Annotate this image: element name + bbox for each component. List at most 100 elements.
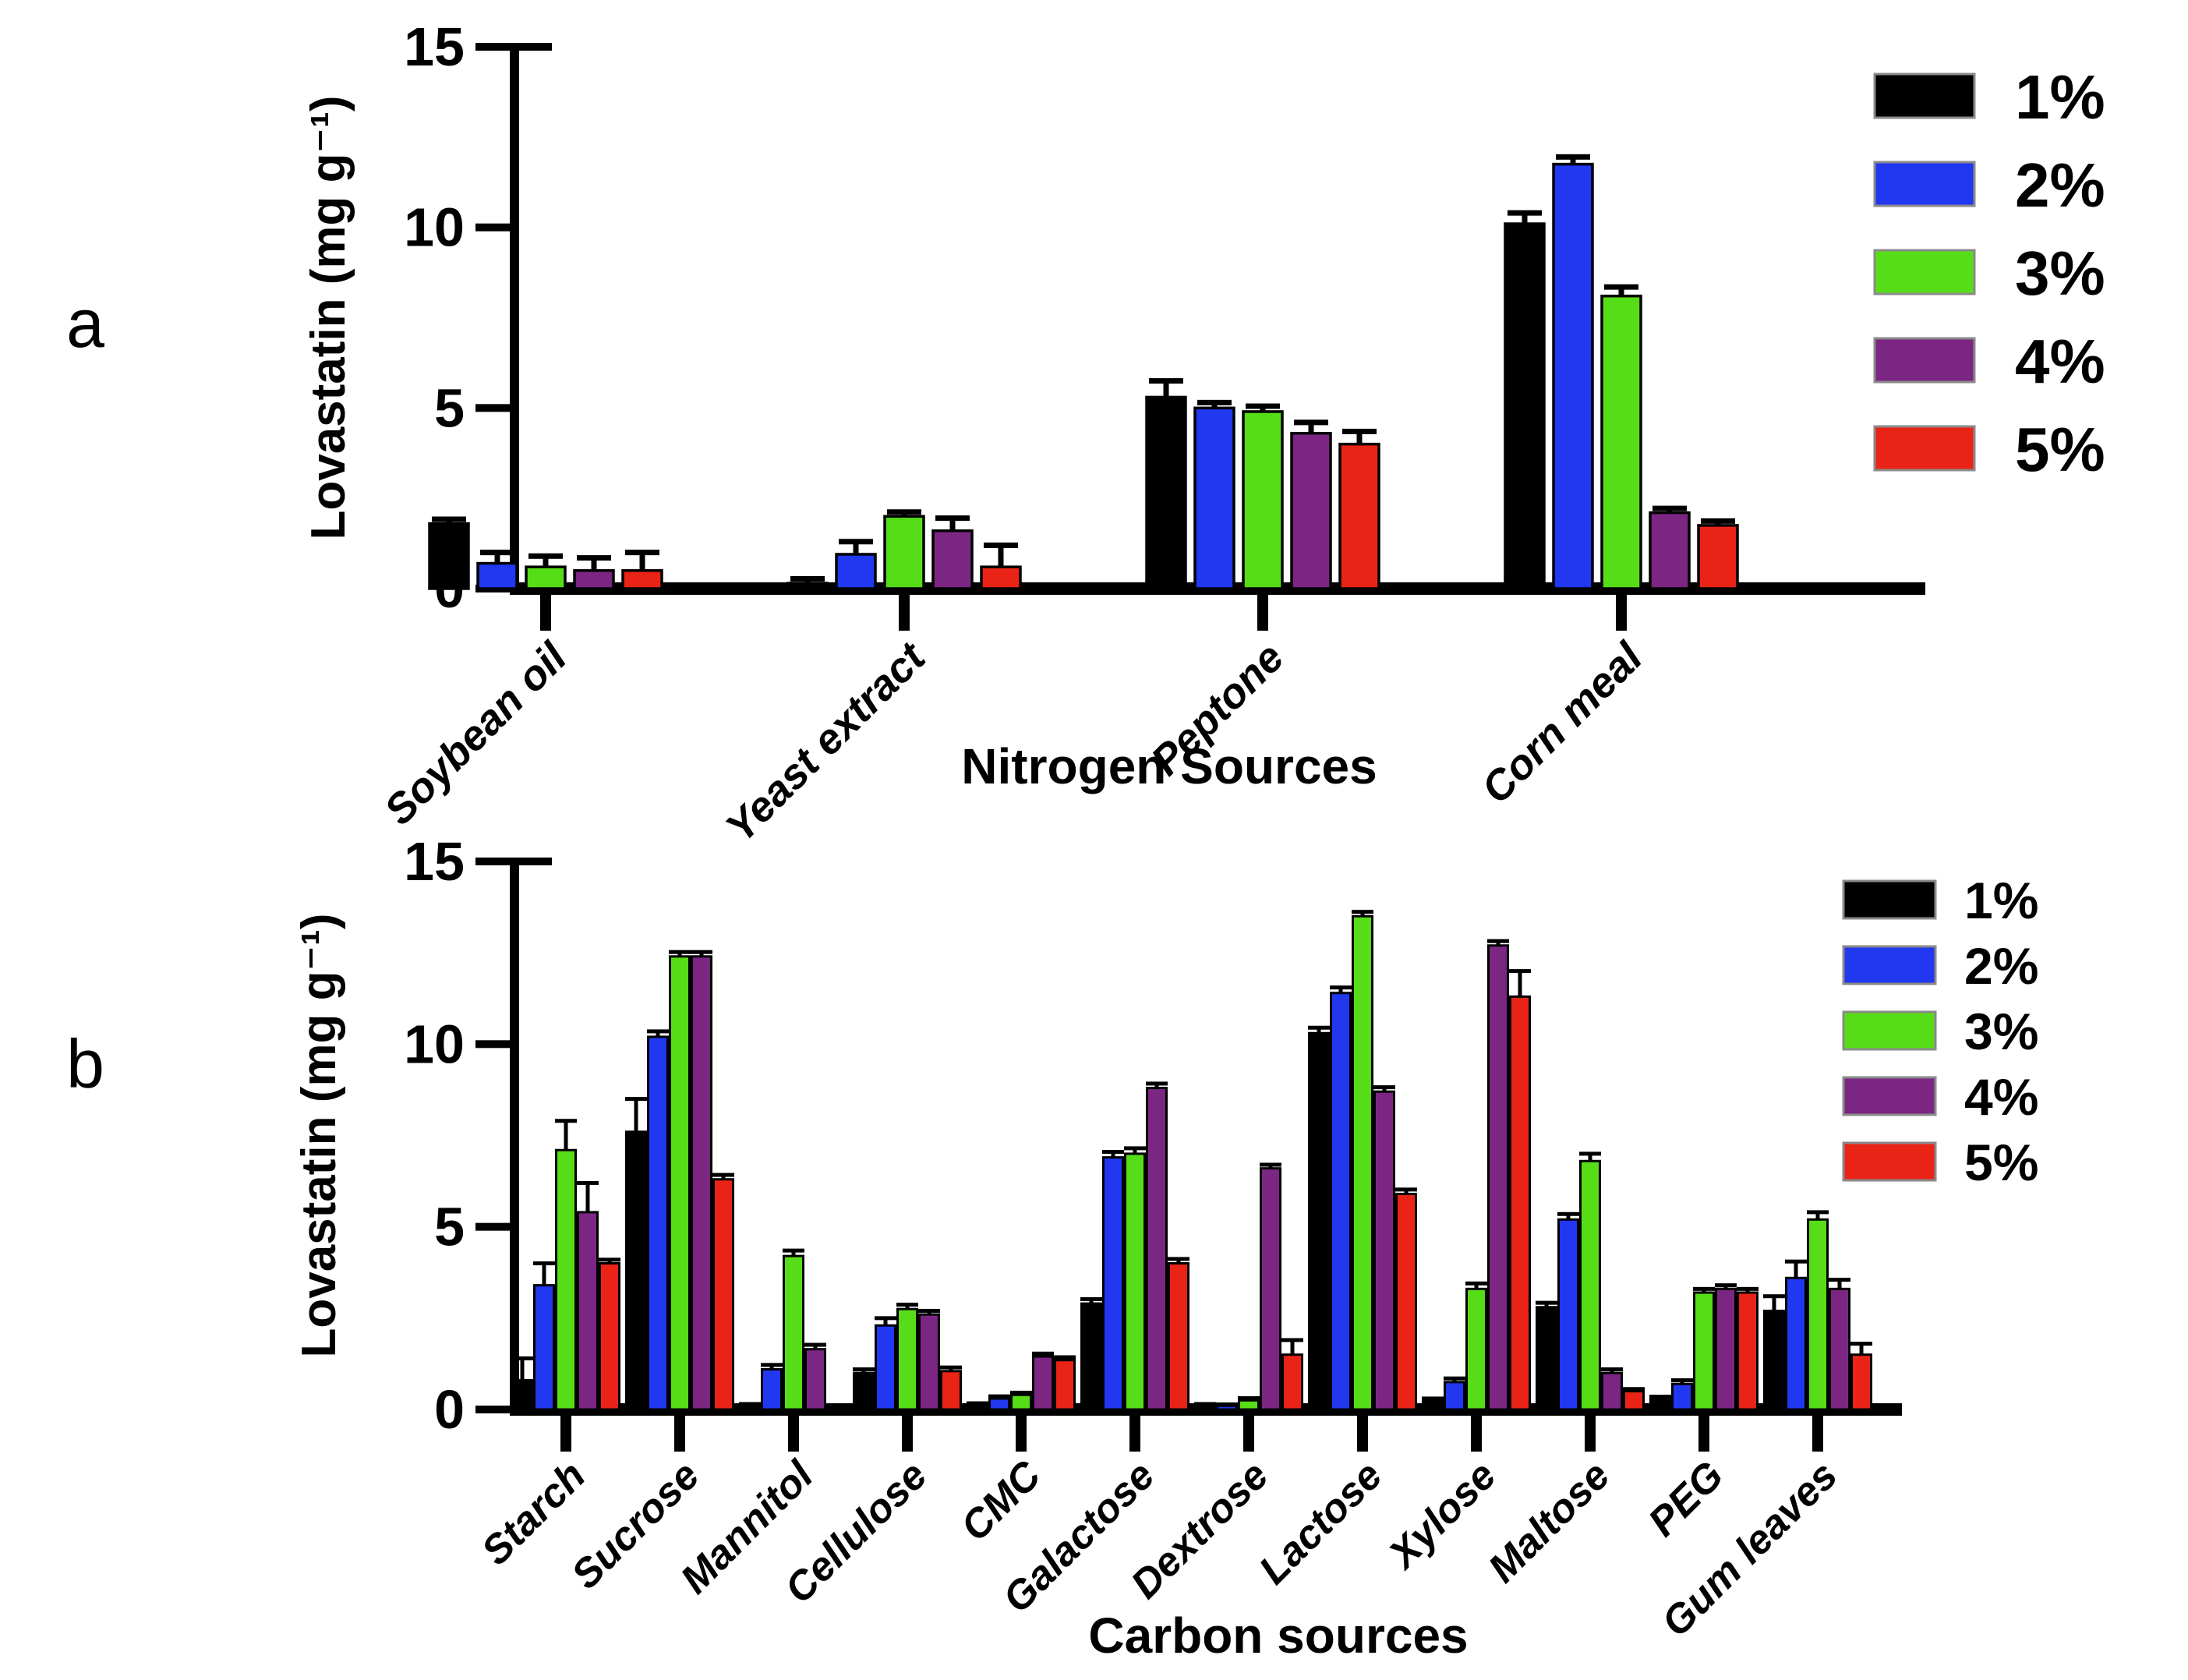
error-bar-cap [1422, 1396, 1444, 1401]
legend-swatch-3% [1842, 1010, 1937, 1051]
y-tick [475, 1040, 514, 1049]
error-bar-cap [984, 542, 1018, 548]
bar-corn-meal-4% [1649, 511, 1691, 590]
legend-label: 2% [2015, 150, 2105, 220]
error-bar-cap [1487, 939, 1509, 943]
error-bar [1317, 1027, 1321, 1035]
error-bar [1522, 213, 1528, 226]
bar-maltose-1% [1536, 1306, 1557, 1411]
bar-mannitol-4% [804, 1348, 826, 1411]
error-bar [656, 1031, 660, 1038]
bar-galactose-2% [1102, 1156, 1124, 1411]
error-bar-cap [1508, 210, 1542, 216]
error-bar-cap [1556, 154, 1590, 160]
legend-label: 1% [2015, 62, 2105, 132]
chart-a-svg: a051015Lovastatin (mg g⁻¹)Soybean oilYea… [66, 16, 2105, 842]
error-bar [883, 1317, 888, 1328]
legend-swatch-1% [1873, 73, 1976, 119]
bar-yeast-extract-3% [883, 515, 925, 590]
bar-xylose-1% [1422, 1399, 1444, 1411]
error-bar [543, 556, 549, 569]
error-bar-cap [1352, 910, 1373, 914]
error-bar-cap [1330, 985, 1352, 990]
legend-label: 1% [1964, 872, 2038, 929]
x-axis-title: Carbon sources [1088, 1607, 1468, 1664]
error-bar-cap [1601, 1367, 1623, 1371]
error-bar-cap [804, 1342, 826, 1347]
x-tick [1585, 1416, 1596, 1452]
error-bar-cap [1168, 1257, 1189, 1261]
error-bar [1518, 971, 1522, 999]
x-tick [1616, 595, 1627, 631]
error-bar [699, 952, 704, 958]
bar-sucrose-2% [647, 1035, 669, 1411]
error-bar-cap [761, 1363, 783, 1367]
panel-label-a: a [66, 285, 104, 362]
error-bar [639, 552, 645, 572]
error-bar-cap [511, 1356, 533, 1360]
error-bar-cap [935, 515, 970, 522]
bar-peptone-2% [1193, 406, 1235, 590]
bar-mannitol-2% [761, 1367, 783, 1411]
bar-starch-2% [533, 1284, 555, 1411]
error-bar-cap [1763, 1294, 1785, 1299]
y-tick-label: 15 [404, 16, 465, 77]
x-tick [674, 1416, 685, 1452]
error-bar [591, 557, 597, 572]
bar-dextrose-5% [1281, 1353, 1303, 1411]
legend-label: 3% [2015, 239, 2105, 308]
bar-corn-meal-2% [1552, 162, 1594, 590]
error-bar-cap [739, 1402, 761, 1406]
y-axis [510, 43, 519, 589]
bar-peg-5% [1737, 1291, 1759, 1411]
category-label: CMC [953, 1452, 1051, 1550]
bar-gum-leaves-1% [1763, 1309, 1785, 1411]
legend-swatch-4% [1842, 1076, 1937, 1116]
bar-peg-2% [1671, 1382, 1693, 1411]
bar-gum-leaves-3% [1807, 1218, 1829, 1411]
y-axis-title: Lovastatin (mg g⁻¹) [292, 913, 346, 1357]
error-bar [1544, 1303, 1549, 1309]
error-bar [1566, 1214, 1571, 1222]
x-tick [1357, 1416, 1368, 1452]
error-bar-cap [790, 575, 825, 582]
error-bar-cap [1623, 1387, 1645, 1392]
error-bar-cap [1308, 1025, 1330, 1030]
error-bar-cap [1010, 1390, 1032, 1395]
x-tick [1698, 1416, 1709, 1452]
bar-lactose-2% [1330, 992, 1352, 1411]
error-bar-cap [1032, 1351, 1054, 1356]
error-bar [1404, 1189, 1409, 1196]
error-bar [1496, 941, 1500, 947]
error-bar [1356, 431, 1363, 446]
error-bar-cap [1260, 1162, 1281, 1167]
error-bar-cap [625, 550, 659, 556]
error-bar [1618, 287, 1624, 298]
legend-swatch-1% [1842, 879, 1937, 920]
error-bar-cap [839, 539, 873, 545]
error-bar-cap [1342, 428, 1377, 434]
x-tick [540, 595, 551, 631]
error-bar-cap [1604, 284, 1638, 290]
error-bar-cap [1671, 1378, 1693, 1383]
bar-lactose-4% [1373, 1090, 1395, 1411]
x-tick [1812, 1416, 1823, 1452]
bar-peg-4% [1715, 1287, 1737, 1411]
error-bar-cap [691, 950, 712, 954]
bar-xylose-2% [1444, 1381, 1465, 1411]
bar-peg-3% [1693, 1291, 1715, 1411]
error-bar [1089, 1299, 1094, 1306]
error-bar-cap [887, 509, 921, 515]
error-bar [1163, 380, 1169, 399]
error-bar [901, 511, 907, 518]
bar-soybean-oil-4% [573, 569, 615, 590]
bar-starch-4% [577, 1211, 599, 1411]
error-bar-cap [1080, 1296, 1102, 1301]
y-axis-top-stub [514, 43, 552, 51]
error-bar-cap [1693, 1286, 1715, 1291]
error-bar [791, 1250, 796, 1258]
error-bar-cap [783, 1248, 804, 1253]
error-bar [813, 1345, 818, 1351]
error-bar [1382, 1087, 1387, 1094]
